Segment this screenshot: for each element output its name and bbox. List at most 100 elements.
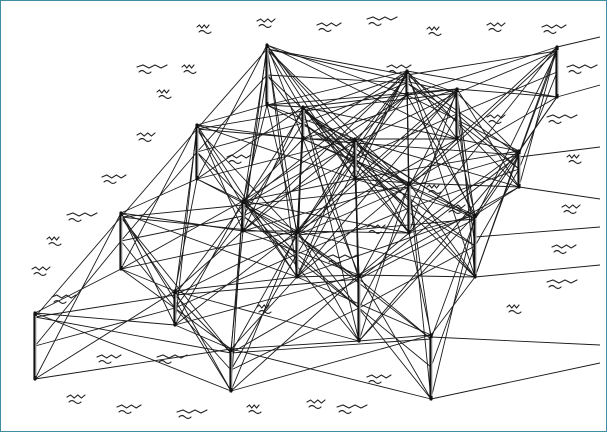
wire-strand xyxy=(297,231,431,399)
wire-strand xyxy=(475,187,519,215)
wire-strand xyxy=(475,227,600,237)
grass-tuft xyxy=(139,139,151,142)
grass-tuft xyxy=(137,133,155,136)
grass-tuft xyxy=(554,251,566,254)
grass-tuft xyxy=(177,410,207,413)
wire-strand xyxy=(35,269,121,313)
wire-strand xyxy=(431,219,475,339)
wire-strand xyxy=(267,49,409,187)
grass-tuft xyxy=(542,25,566,28)
grass-tuft xyxy=(567,155,579,158)
grass-tuft xyxy=(387,65,411,68)
grass-tuft xyxy=(247,405,259,408)
grass-tuft xyxy=(99,361,111,364)
grass-tuft xyxy=(567,65,597,68)
grass-tuft xyxy=(67,213,97,216)
grass-tuft xyxy=(489,121,501,124)
wire-strand xyxy=(475,151,519,277)
grass-tuft xyxy=(549,121,561,124)
grass-tuft xyxy=(367,375,391,378)
wire-strand xyxy=(175,291,231,391)
grass-tuft xyxy=(229,161,241,164)
grass-tuft xyxy=(562,205,580,208)
illustration-canvas xyxy=(7,7,600,425)
grass-tuft xyxy=(547,115,577,118)
grass-tuft xyxy=(489,29,501,32)
grass-tuft xyxy=(544,31,556,34)
grass-tuft xyxy=(327,255,357,258)
grass-tuft xyxy=(52,295,76,298)
wire-strand xyxy=(557,85,600,97)
wire-strand xyxy=(231,277,297,349)
grass-tuft xyxy=(257,19,275,22)
wire-strand xyxy=(197,129,243,205)
grass-tuft xyxy=(547,280,577,283)
grass-tuft xyxy=(337,405,367,408)
wire-strand xyxy=(231,349,431,399)
wire-strand xyxy=(475,265,600,277)
grass-tuft xyxy=(569,161,581,164)
wire-strand xyxy=(267,105,297,231)
wire-strand xyxy=(519,51,557,155)
grass-tuft xyxy=(369,381,381,384)
wire-strand xyxy=(175,291,359,341)
wire-strand xyxy=(359,308,431,367)
grass-tuft xyxy=(552,245,576,248)
wire-strand xyxy=(35,217,121,317)
wire-strand xyxy=(407,75,519,155)
grass-tuft xyxy=(249,411,261,414)
wire-strand xyxy=(197,45,267,179)
grass-tuft xyxy=(137,65,167,68)
grass-tuft xyxy=(32,267,50,270)
wire-strand xyxy=(519,147,600,157)
grass-tuft xyxy=(427,27,439,30)
grass-tuft xyxy=(182,65,194,68)
grass-tuft xyxy=(97,355,121,358)
grass-tuft xyxy=(309,406,321,409)
grass-tuft xyxy=(69,401,81,404)
wire-strand xyxy=(355,151,519,179)
grass-tuft xyxy=(179,416,191,419)
wire-strand xyxy=(355,71,407,179)
grass-tuft xyxy=(47,237,59,240)
wire-strand xyxy=(35,313,175,325)
grass-tuft xyxy=(427,185,439,188)
grass-tuft xyxy=(119,411,131,414)
grass-tuft xyxy=(157,90,169,93)
wire-strand xyxy=(409,183,519,187)
grass-tuft xyxy=(67,395,85,398)
grass-tuft xyxy=(569,71,581,74)
wire-strand xyxy=(359,233,409,275)
grass-tuft xyxy=(549,286,561,289)
grass-tuft xyxy=(509,311,521,314)
grass-tuft xyxy=(487,23,505,26)
grass-tuft xyxy=(139,71,151,74)
wire-strand xyxy=(297,231,359,341)
grass-tuft xyxy=(339,411,351,414)
grass-tuft xyxy=(199,31,211,34)
wire-strand xyxy=(35,313,231,391)
wire-strand xyxy=(231,339,431,353)
grass-tuft xyxy=(307,400,325,403)
grass-tuft xyxy=(429,33,441,36)
wire-strand xyxy=(35,291,175,379)
wire-strand xyxy=(121,217,231,353)
grass-tuft xyxy=(49,243,61,246)
wire-strand xyxy=(557,37,600,47)
grass-tuft xyxy=(104,181,116,184)
wire-strand xyxy=(267,49,457,93)
grass-tuft xyxy=(507,305,519,308)
grass-tuft xyxy=(257,305,269,308)
grass-tuft xyxy=(159,96,171,99)
grass-tuft xyxy=(429,191,441,194)
grass-tuft xyxy=(564,211,576,214)
wire-strand xyxy=(297,139,355,277)
wire-entanglement-drawing xyxy=(7,7,600,425)
grass-tuft xyxy=(259,25,271,28)
grass-tuft xyxy=(317,23,341,26)
wire-strand xyxy=(457,51,557,93)
wire-strand xyxy=(35,349,231,379)
grass-tuft xyxy=(184,71,196,74)
wire-strand xyxy=(267,89,457,105)
wire-strand xyxy=(431,246,475,367)
